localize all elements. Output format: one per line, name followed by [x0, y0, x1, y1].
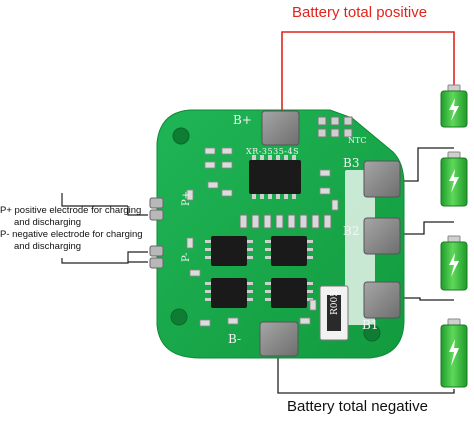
side-pads	[149, 197, 164, 269]
p-plus-label-line2: and discharging	[14, 217, 82, 228]
pad-b3	[363, 160, 401, 198]
p-minus-label-line1: P- negative electrode for charging	[0, 229, 143, 240]
wire-battery-positive	[281, 31, 455, 112]
p-plus-label-line1: P+ positive electrode for charging	[0, 205, 142, 216]
silk-b1: B1	[362, 318, 379, 332]
smd-parts	[186, 147, 339, 327]
protection-ic	[249, 155, 301, 199]
silk-b2: B2	[343, 224, 360, 238]
shunt-resistor	[319, 285, 349, 341]
silk-b3: B3	[343, 156, 360, 170]
wires-p-plus-p-minus	[61, 193, 148, 264]
wire-battery-negative	[277, 345, 455, 394]
battery-cell-4	[440, 318, 468, 388]
mounting-holes	[170, 127, 381, 342]
silk-r005: R005	[330, 291, 340, 315]
pad-b1	[363, 281, 401, 319]
battery-cell-3	[440, 235, 468, 291]
silk-b-minus: B-	[228, 332, 242, 346]
resistor-row	[239, 214, 332, 229]
silk-b-plus: B+	[233, 113, 252, 127]
pad-b-minus	[259, 321, 299, 357]
battery-cell-2	[440, 151, 468, 207]
battery-cell-1	[440, 84, 468, 128]
silk-model: XR-3535-4S	[246, 147, 300, 156]
wires-cell-taps	[397, 147, 454, 301]
p-minus-label-line2: and discharging	[14, 241, 82, 252]
silk-p-plus: P+	[181, 190, 192, 206]
pad-b-plus	[261, 110, 300, 146]
mosfet-pins	[205, 240, 313, 301]
silk-ntc: NTC	[348, 136, 367, 145]
silk-p-minus: P-	[181, 252, 192, 262]
battery-total-negative-label: Battery total negative	[287, 398, 428, 415]
battery-total-positive-label: Battery total positive	[292, 4, 428, 21]
mosfets	[211, 236, 307, 308]
ntc-pads	[317, 116, 353, 138]
pad-b2	[363, 217, 401, 255]
